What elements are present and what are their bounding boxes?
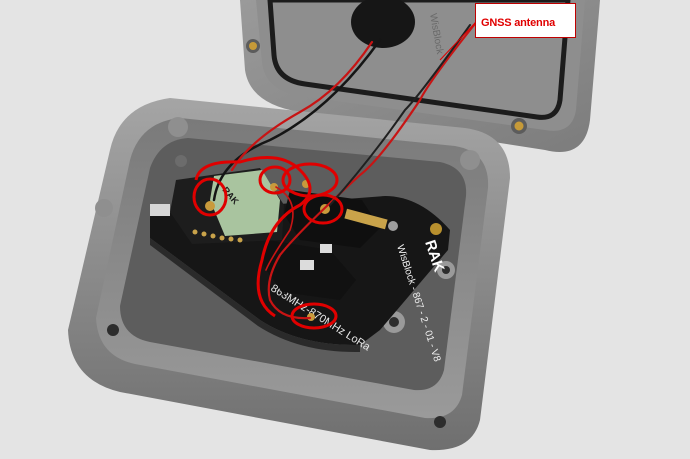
ufl-connector-1 [205, 201, 215, 211]
lid-screw-left [249, 42, 257, 50]
core-module: RAK [170, 168, 284, 244]
highlight-circle-3 [281, 162, 339, 198]
highlight-circle-2 [258, 165, 292, 195]
sensor-slot-modules [262, 190, 388, 300]
annotation-markings [192, 156, 344, 330]
lid-screw-right [514, 121, 524, 131]
highlight-circle-5 [290, 302, 338, 330]
highlight-circle-1 [192, 177, 228, 217]
antenna-cables [212, 18, 480, 320]
ufl-connector-2 [270, 183, 278, 191]
board-screw-right [430, 223, 442, 235]
callout-pointer [439, 21, 477, 61]
gnss-antenna-callout: GNSS antenna [475, 3, 576, 38]
highlight-trace [194, 156, 312, 318]
board-screw-mid [388, 221, 398, 231]
highlight-circle-4 [302, 193, 344, 225]
battery-connector [150, 204, 170, 216]
